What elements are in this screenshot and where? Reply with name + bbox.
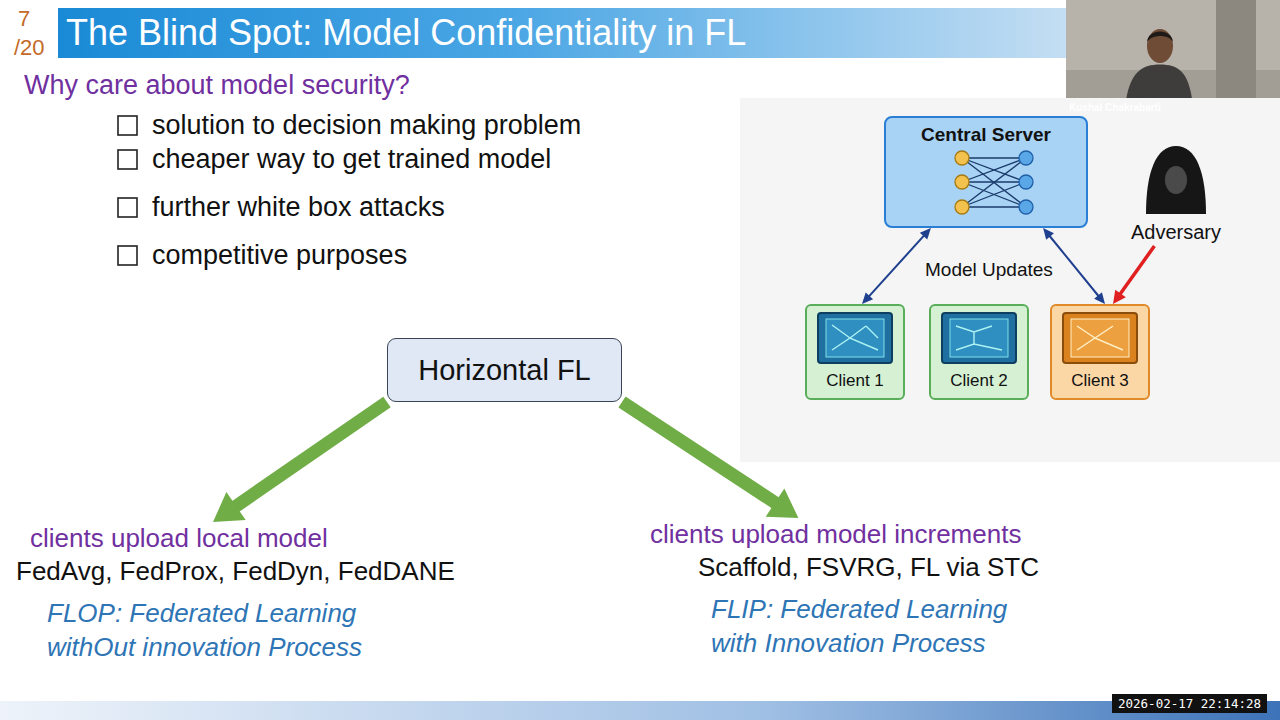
connector-line (1119, 246, 1154, 295)
checkbox (118, 246, 137, 265)
checkbox (118, 150, 137, 169)
nn-link (962, 182, 1026, 207)
node-text: Scaffold, FSVRG, FL via STC (698, 550, 1039, 584)
slide-number: 7 (18, 6, 30, 32)
nn-output-neuron (1019, 200, 1033, 214)
person-head (1147, 29, 1173, 63)
connector-arrow (622, 402, 798, 518)
arrow-head (1043, 228, 1054, 240)
node-text: FedAvg, FedProx, FedDyn, FedDANE (16, 554, 455, 588)
presenter-name: Kushal Chakrabarti (1069, 102, 1161, 113)
checkbox (118, 198, 137, 217)
node-text: Central Server (921, 124, 1051, 146)
chip-traces (1077, 326, 1123, 350)
arrow-head (213, 492, 246, 522)
connector-line (233, 402, 387, 508)
chip-frame (942, 313, 1016, 363)
checkbox-column (112, 100, 152, 280)
chip-core (950, 319, 1008, 357)
node-text: Client 2 (950, 371, 1008, 391)
nn-input-neuron (955, 175, 969, 189)
branch-group: clients upload local modelFedAvg, FedPro… (8, 522, 508, 672)
client-model-icon (942, 313, 1016, 363)
client-model-icon (818, 313, 892, 363)
chip-frame (1063, 313, 1137, 363)
panel-fill (740, 98, 1280, 462)
nn-link (962, 158, 1026, 182)
bullet-item: cheaper way to get trained model (152, 144, 551, 175)
node-text: clients upload model increments (650, 518, 1021, 550)
node-text: FLIP: Federated Learning with Innovation… (711, 592, 1056, 660)
nn-link (962, 157, 1026, 158)
chip-traces (956, 326, 1002, 350)
hooded-figure-icon (1146, 146, 1206, 214)
client-model-icon (1063, 313, 1137, 363)
timestamp: 2026-02-17 22:14:28 (1112, 694, 1267, 713)
connector-line (622, 402, 779, 505)
nn-input-neuron (955, 200, 969, 214)
neural-network-icon (955, 151, 1033, 214)
arrow-head (766, 488, 799, 518)
client-box: Client 2 (929, 304, 1029, 400)
nn-input-neuron (955, 151, 969, 165)
edge-caption: Model Updates (925, 259, 1053, 281)
slide-total: /20 (14, 35, 45, 61)
arrow-head (862, 292, 873, 304)
connector-arrow (1113, 246, 1154, 304)
section-question: Why care about model security? (24, 70, 410, 101)
node-text: clients upload local model (30, 522, 328, 554)
chip-traces (832, 325, 878, 350)
nn-link (962, 158, 1026, 207)
nn-link (962, 158, 1026, 182)
node-text: Client 1 (826, 371, 884, 391)
connector-line (868, 235, 924, 297)
arrow-head (1113, 290, 1126, 304)
chip-core (1071, 319, 1129, 357)
connector-arrow (213, 402, 387, 522)
nn-output-neuron (1019, 151, 1033, 165)
nn-link (962, 158, 1026, 207)
adversary-figure: Adversary (1122, 140, 1230, 246)
person-hair (1147, 32, 1173, 43)
connector-line (1049, 235, 1099, 296)
nn-link (962, 182, 1026, 207)
chip-core (826, 319, 884, 357)
bullet-item: competitive purposes (152, 240, 407, 271)
bullet-item: further white box attacks (152, 192, 445, 223)
branch-group: clients upload model incrementsScaffold,… (640, 518, 1080, 668)
node-text: Horizontal FL (418, 354, 590, 387)
nn-link (962, 206, 1026, 207)
node-text: Adversary (1131, 221, 1221, 244)
nn-output-neuron (1019, 175, 1033, 189)
category-box: Horizontal FL (387, 338, 622, 402)
connector-arrow (862, 228, 931, 304)
nn-link (962, 181, 1026, 182)
node-text: FLOP: Federated Learning withOut innovat… (47, 596, 412, 664)
bullet-item: solution to decision making problem (152, 110, 581, 141)
arrow-head (920, 228, 931, 240)
hood (1146, 146, 1206, 214)
footer-strip (0, 701, 1280, 720)
client-box: Client 3 (1050, 304, 1150, 400)
node-text: Client 3 (1071, 371, 1129, 391)
arrow-head (1094, 292, 1105, 304)
client-box: Client 1 (805, 304, 905, 400)
server-box: Central Server (884, 116, 1088, 228)
slide-title: The Blind Spot: Model Confidentiality in… (66, 11, 746, 55)
chip-frame (818, 313, 892, 363)
connector-arrow (1043, 228, 1105, 304)
face-shadow (1165, 166, 1187, 194)
checkbox (118, 116, 137, 135)
